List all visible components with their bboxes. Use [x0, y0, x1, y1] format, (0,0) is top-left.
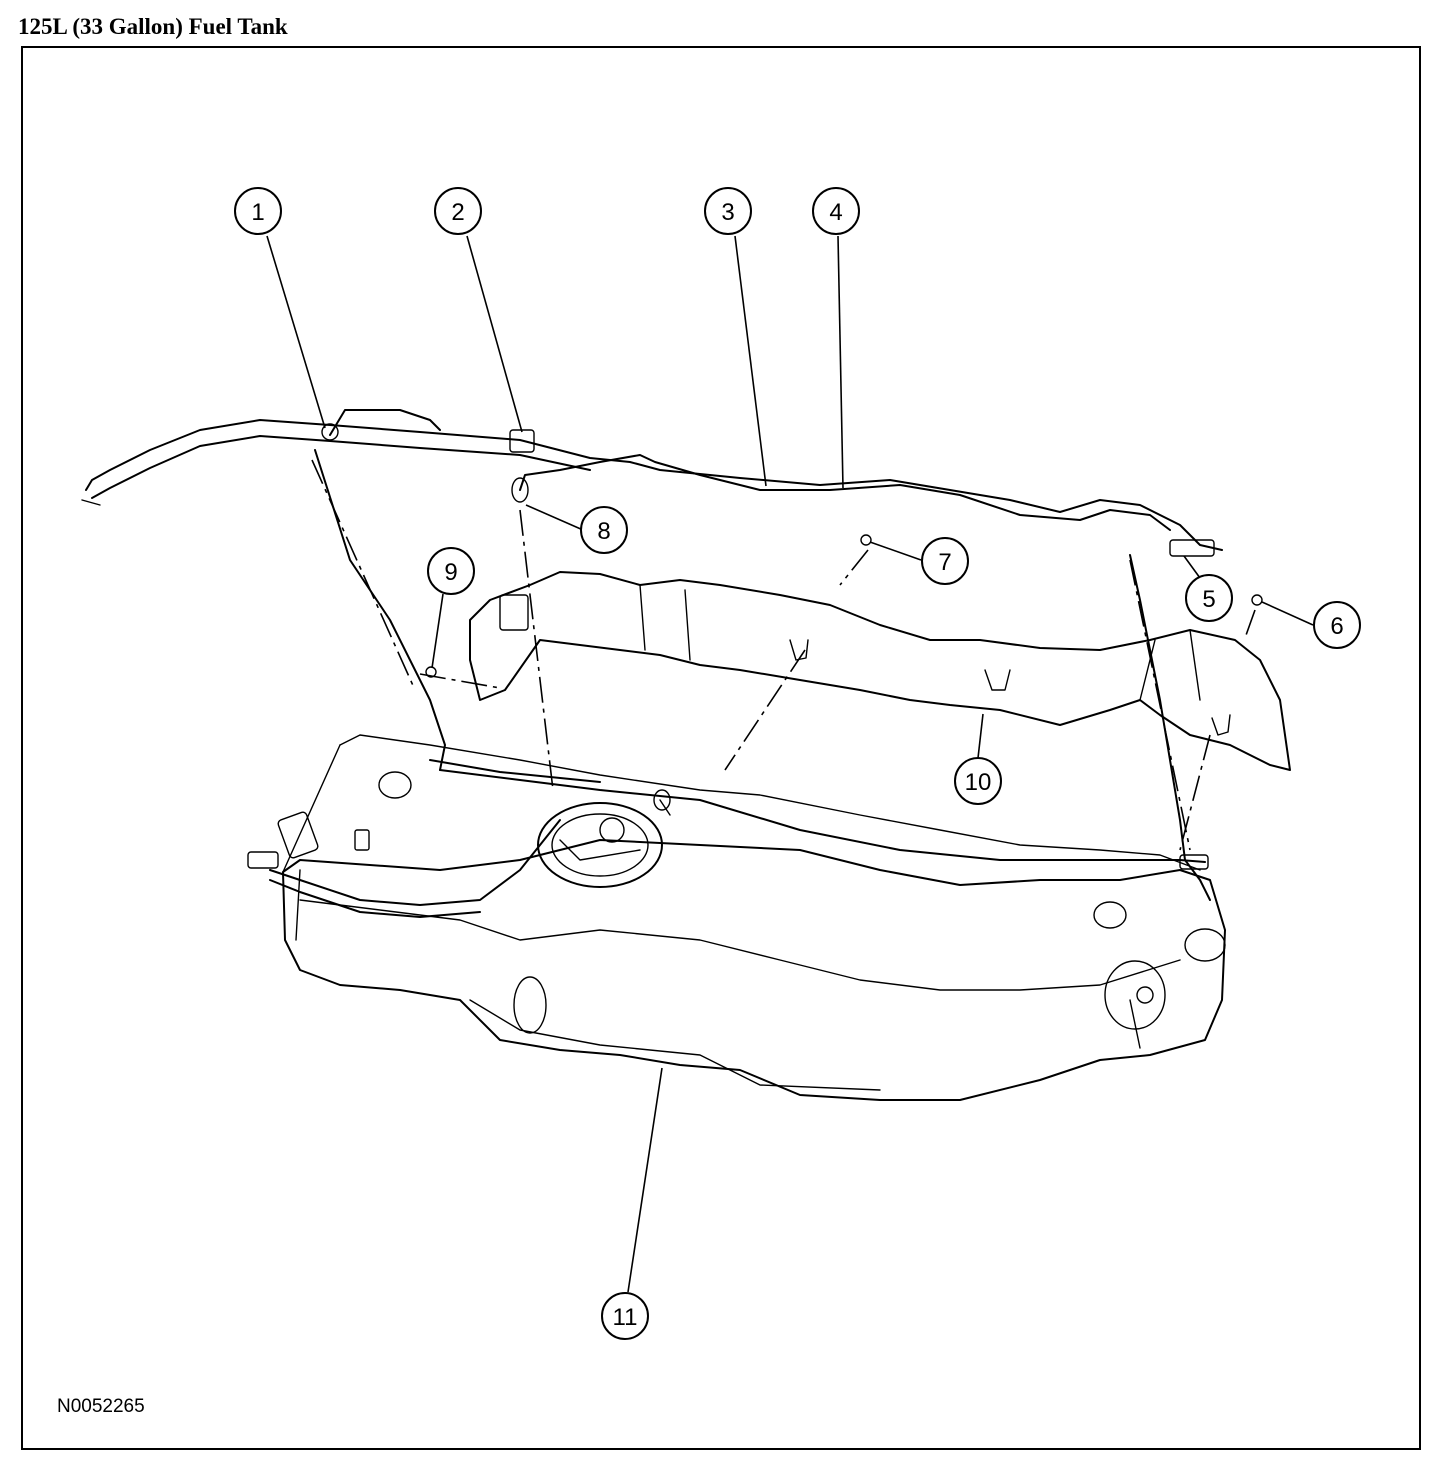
callout-label: 2 [451, 199, 464, 226]
callout-label: 11 [613, 1304, 638, 1331]
nut-9 [425, 666, 437, 678]
callout-1: 1 [234, 187, 282, 235]
callout-8: 8 [580, 506, 628, 554]
callout-label: 3 [721, 199, 734, 226]
callout-9: 9 [427, 547, 475, 595]
callout-4: 4 [812, 187, 860, 235]
diagram-title: 125L (33 Gallon) Fuel Tank [18, 14, 288, 39]
leader-lines [266, 235, 1314, 1293]
callout-2: 2 [434, 187, 482, 235]
diagram-frame [21, 46, 1421, 1450]
callout-label: 4 [829, 199, 842, 226]
callout-label: 9 [444, 559, 457, 586]
callout-11: 11 [601, 1292, 649, 1340]
fuel-tank [282, 734, 1226, 1101]
callout-3: 3 [704, 187, 752, 235]
callout-5: 5 [1185, 574, 1233, 622]
callout-label: 6 [1330, 613, 1343, 640]
callout-label: 1 [251, 199, 264, 226]
heat-shield [469, 571, 1291, 771]
figure-id: N0052265 [57, 1396, 145, 1417]
callout-7: 7 [921, 537, 969, 585]
nut-7 [860, 534, 872, 546]
callout-10: 10 [954, 757, 1002, 805]
fuel-lines [81, 409, 1223, 918]
callout-label: 10 [965, 769, 992, 796]
callout-label: 5 [1202, 586, 1215, 613]
callout-label: 8 [597, 518, 610, 545]
nut-6 [1251, 594, 1263, 606]
callout-label: 7 [938, 549, 951, 576]
callout-6: 6 [1313, 601, 1361, 649]
